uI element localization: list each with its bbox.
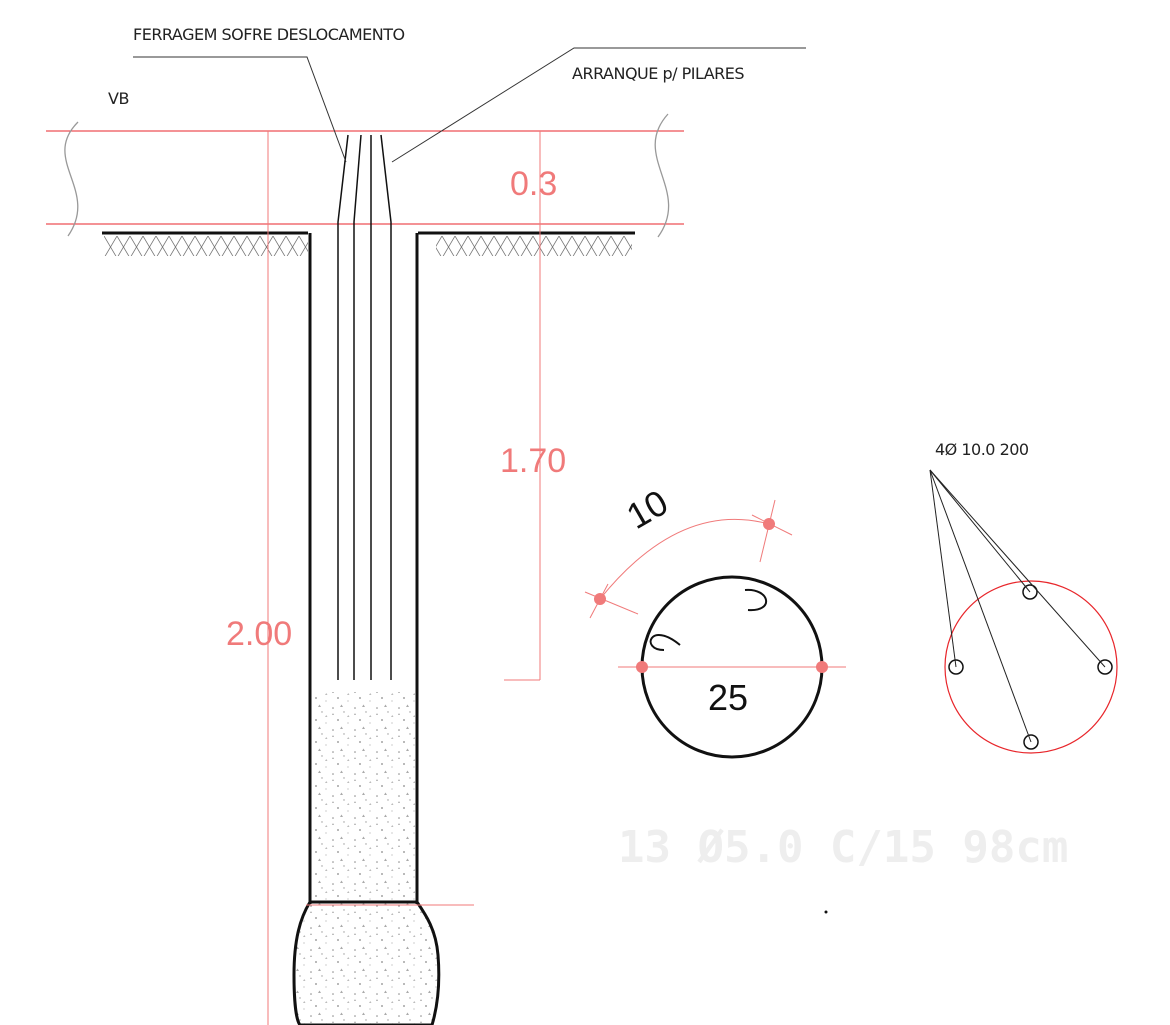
pile-shaft — [292, 233, 474, 1025]
break-line-right — [654, 113, 670, 238]
leader-to-bar-right — [929, 469, 1106, 668]
dimension-lines — [267, 131, 541, 1025]
arc-marker-left — [594, 593, 606, 605]
leader-displacement — [133, 56, 347, 163]
leader-lines — [133, 47, 806, 163]
dim-pile-length: 2.00 — [226, 615, 292, 653]
bar-position-left — [948, 659, 964, 675]
pile-bell-base — [292, 900, 441, 1025]
label-rebar-spec: 4Ø 10.0 200 — [935, 440, 1029, 459]
soil-hatch-right — [436, 236, 632, 256]
stirrup-hook-left — [649, 634, 681, 651]
leader-starter-bars — [391, 47, 806, 163]
stray-point — [824, 910, 828, 914]
break-line-left — [64, 121, 79, 237]
rebar-1 — [337, 134, 349, 680]
leader-to-bar-top — [929, 469, 1031, 593]
rebar-4 — [380, 134, 392, 680]
dim-embed-length: 1.70 — [500, 442, 566, 480]
arc-marker-right — [763, 518, 775, 530]
bar-position-top — [1022, 584, 1038, 600]
leader-to-bar-left — [929, 469, 957, 668]
layout-outline — [944, 580, 1118, 754]
dim-arc-tick-right — [759, 499, 776, 563]
rebar-2 — [353, 134, 362, 680]
stirrup-hook-right — [744, 588, 768, 612]
dim-arc-cover — [599, 518, 770, 600]
concrete-fill — [312, 692, 415, 902]
label-beam: VB — [108, 89, 129, 108]
label-stirrup-spec: 13 Ø5.0 C/15 98cm — [618, 822, 1068, 873]
rebar-group — [337, 134, 392, 680]
diameter-marker-right — [816, 661, 828, 673]
pile-cross-section: 25 10 — [584, 481, 846, 759]
rebar-layout-section: 4Ø 10.0 200 — [929, 440, 1118, 754]
leader-to-bar-bottom — [929, 469, 1032, 743]
dim-arc-tick-left — [584, 591, 639, 615]
beam-section — [46, 113, 684, 238]
dim-diameter: 25 — [708, 677, 748, 718]
dim-cover: 10 — [620, 481, 675, 537]
soil-hatch-left — [104, 236, 308, 256]
label-displacement-note: FERRAGEM SOFRE DESLOCAMENTO — [133, 25, 405, 44]
label-starter-bars: ARRANQUE p/ PILARES — [572, 64, 744, 83]
dim-beam-height: 0.3 — [510, 165, 557, 203]
soil-surface — [102, 231, 635, 256]
diameter-marker-left — [636, 661, 648, 673]
bar-position-right — [1097, 659, 1113, 675]
bar-position-bottom — [1023, 734, 1039, 750]
